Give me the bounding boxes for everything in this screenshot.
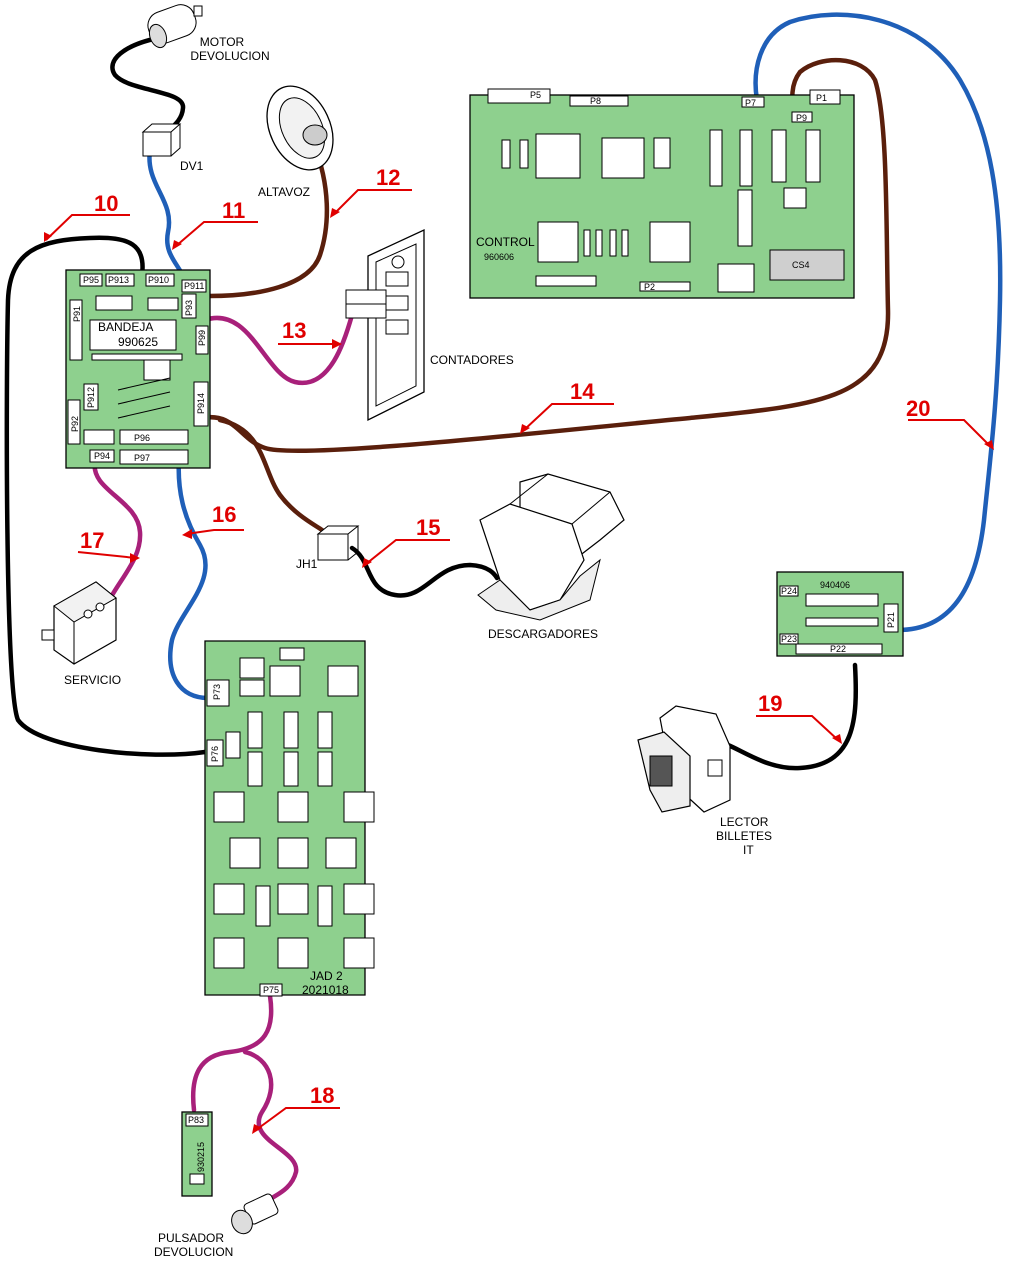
- conn-p91: P91: [72, 306, 82, 322]
- conn-p23: P23: [781, 634, 797, 644]
- conn-p914: P914: [196, 393, 206, 414]
- billetes-board: 940406 P24 P21 P23 P22: [776, 571, 904, 657]
- conn-p94: P94: [94, 451, 110, 461]
- cable-15: [349, 545, 500, 598]
- control-board: P5 P8 P7 P1 P9 CS4 P2 CONTROL 960606: [469, 88, 855, 299]
- svg-text:14: 14: [570, 379, 595, 404]
- control-name: CONTROL: [476, 235, 535, 249]
- conn-p913: P913: [108, 275, 129, 285]
- motor-devolucion: MOTOR DEVOLUCION: [147, 4, 270, 63]
- svg-text:19: 19: [758, 691, 782, 716]
- descargadores-label: DESCARGADORES: [488, 627, 598, 641]
- svg-text:15: 15: [416, 515, 440, 540]
- cable-15a: [217, 417, 325, 533]
- svg-text:13: 13: [282, 318, 306, 343]
- dv1-connector: DV1: [141, 123, 204, 173]
- callout-16: 16: [182, 502, 244, 539]
- callout-15: 15: [362, 515, 450, 568]
- altavoz-speaker: ALTAVOZ: [258, 85, 334, 199]
- svg-text:18: 18: [310, 1083, 334, 1108]
- callout-14: 14: [520, 379, 614, 434]
- pulsador-board-code: 930215: [196, 1142, 206, 1172]
- cable-14: [199, 58, 891, 453]
- cable-16: [168, 445, 211, 701]
- cable-12: [199, 142, 330, 299]
- motor-label-1: MOTOR: [200, 35, 245, 49]
- cable-18: [190, 993, 274, 1113]
- cable-17: [92, 459, 143, 613]
- bandeja-name: BANDEJA: [98, 320, 153, 334]
- conn-cs4: CS4: [792, 260, 810, 270]
- conn-p1: P1: [816, 93, 827, 103]
- callout-19: 19: [756, 691, 842, 744]
- conn-p22: P22: [830, 644, 846, 654]
- contadores-panel: CONTADORES: [345, 228, 514, 422]
- conn-p99: P99: [197, 330, 207, 346]
- conn-p911: P911: [184, 281, 204, 291]
- pulsador-board: P83 930215: [181, 1111, 213, 1197]
- pulsador-label-2: DEVOLUCION: [154, 1245, 233, 1259]
- servicio-label: SERVICIO: [64, 673, 121, 687]
- bandeja-code: 990625: [118, 335, 158, 349]
- conn-p21: P21: [886, 612, 896, 628]
- bandeja-board: P95 P913 P910 P911 P93 P91 P99 P912 P914…: [65, 269, 211, 469]
- cable-18b: [242, 1049, 299, 1201]
- billetes-code: 940406: [820, 580, 850, 590]
- motor-label-2: DEVOLUCION: [190, 49, 269, 63]
- conn-p24: P24: [781, 586, 797, 596]
- svg-text:20: 20: [906, 396, 930, 421]
- conn-p92: P92: [70, 416, 80, 432]
- lector-label-2: BILLETES: [716, 829, 772, 843]
- svg-text:17: 17: [80, 528, 104, 553]
- jad-board: P73 P76 P75 JAD 2 2021018: [204, 640, 375, 997]
- conn-p5: P5: [530, 90, 541, 100]
- jad-name: JAD 2: [310, 969, 343, 983]
- callout-10: 10: [44, 191, 130, 242]
- pulsador-label-1: PULSADOR: [158, 1231, 224, 1245]
- control-code: 960606: [484, 252, 514, 262]
- descargadores: DESCARGADORES: [477, 473, 625, 641]
- svg-text:11: 11: [222, 198, 245, 223]
- conn-p93: P93: [184, 300, 194, 316]
- conn-p75: P75: [263, 985, 279, 995]
- lector-label-1: LECTOR: [720, 815, 769, 829]
- callout-18: 18: [252, 1083, 340, 1134]
- svg-text:10: 10: [94, 191, 118, 216]
- lector-label-3: IT: [743, 843, 754, 857]
- servicio-switch: SERVICIO: [41, 581, 121, 687]
- svg-text:12: 12: [376, 165, 400, 190]
- callout-20: 20: [906, 396, 994, 450]
- jh1-label: JH1: [296, 557, 318, 571]
- altavoz-label: ALTAVOZ: [258, 185, 310, 199]
- callout-13: 13: [278, 318, 342, 349]
- conn-p8: P8: [590, 96, 601, 106]
- conn-p83: P83: [188, 1115, 204, 1125]
- jh1-connector: JH1: [296, 525, 360, 571]
- pulsador-devolucion: PULSADOR DEVOLUCION: [154, 1193, 279, 1259]
- conn-p912: P912: [86, 387, 96, 408]
- cable-10: [4, 235, 208, 757]
- cable-13: [202, 312, 355, 386]
- cable-19: [725, 662, 859, 771]
- conn-p76: P76: [210, 746, 220, 762]
- conn-p9: P9: [796, 113, 807, 123]
- dv1-label: DV1: [180, 159, 204, 173]
- conn-p7: P7: [745, 98, 756, 108]
- conn-p95: P95: [83, 275, 99, 285]
- conn-p2: P2: [644, 282, 655, 292]
- callout-12: 12: [330, 165, 412, 218]
- cable-motor: [110, 35, 186, 137]
- conn-p97: P97: [134, 453, 150, 463]
- lector-billetes: LECTOR BILLETES IT: [637, 705, 772, 857]
- cable-20: [753, 12, 1003, 633]
- conn-p96: P96: [134, 433, 150, 443]
- svg-text:16: 16: [212, 502, 236, 527]
- conn-p73: P73: [212, 684, 222, 700]
- jad-code: 2021018: [302, 983, 349, 997]
- callout-17: 17: [77, 528, 140, 563]
- conn-p910: P910: [148, 275, 169, 285]
- callout-11: 11: [172, 198, 258, 250]
- contadores-label: CONTADORES: [430, 353, 514, 367]
